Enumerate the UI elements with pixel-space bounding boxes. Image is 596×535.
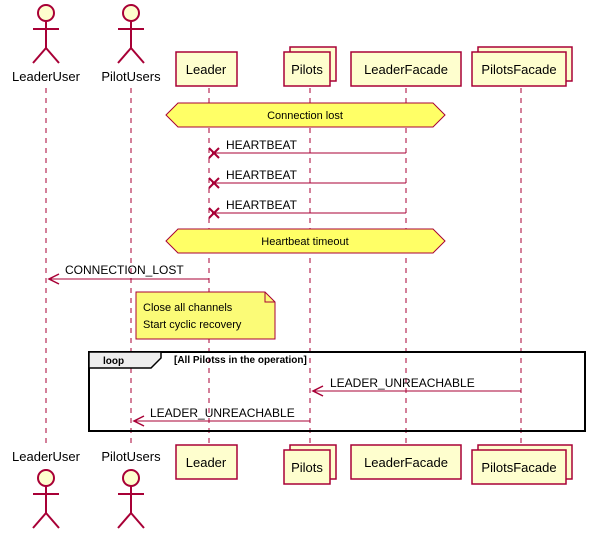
note-fold [264, 292, 275, 303]
message-heartbeat-3 [208, 207, 406, 219]
note-line-1: Close all channels [143, 302, 233, 314]
participant-label-leader-facade-bottom: LeaderFacade [364, 455, 448, 470]
actor-label-pilot-users-top: PilotUsers [101, 69, 161, 84]
participant-label-pilots-bottom: Pilots [291, 460, 323, 475]
divider-label-connection-lost: Connection lost [267, 110, 343, 122]
divider-connection-lost [165, 102, 446, 128]
participant-label-pilots-top: Pilots [291, 62, 323, 77]
participant-leader-facade-top [350, 51, 462, 87]
actor-label-leader-user-top: LeaderUser [12, 69, 81, 84]
loop-tab [88, 351, 162, 369]
loop-frame [88, 351, 586, 432]
participant-pilots-facade-bottom [471, 444, 573, 485]
participant-label-pilots-facade-top: PilotsFacade [481, 62, 556, 77]
message-heartbeat-1 [208, 147, 406, 159]
participant-leader-bottom [175, 444, 238, 480]
actor-label-pilot-users-bottom: PilotUsers [101, 449, 161, 464]
message-label-leader-unreachable-2: LEADER_UNREACHABLE [150, 406, 295, 420]
message-leader-unreachable-2 [132, 415, 310, 427]
message-label-heartbeat-2: HEARTBEAT [226, 168, 298, 182]
participant-label-pilots-facade-bottom: PilotsFacade [481, 460, 556, 475]
loop-condition: [All Pilotss in the operation] [174, 355, 307, 366]
message-connection-lost [47, 273, 209, 285]
participant-leader-facade-bottom [350, 444, 462, 480]
note-line-2: Start cyclic recovery [143, 319, 242, 331]
actor-pilot-users-bottom [117, 469, 145, 529]
loop-keyword: loop [103, 356, 124, 367]
participant-pilots-top [283, 46, 337, 87]
participant-leader-top [175, 51, 238, 87]
actor-leader-user-top [32, 4, 60, 64]
participant-pilots-facade-top [471, 46, 573, 87]
participant-pilots-bottom [283, 444, 337, 485]
message-label-heartbeat-1: HEARTBEAT [226, 138, 298, 152]
actor-leader-user-bottom [32, 469, 60, 529]
participant-label-leader-top: Leader [186, 62, 227, 77]
divider-label-heartbeat-timeout: Heartbeat timeout [261, 236, 348, 248]
actor-pilot-users-top [117, 4, 145, 64]
message-label-leader-unreachable-1: LEADER_UNREACHABLE [330, 376, 475, 390]
participant-label-leader-bottom: Leader [186, 455, 227, 470]
message-label-connection-lost: CONNECTION_LOST [65, 263, 184, 277]
message-leader-unreachable-1 [311, 385, 521, 397]
message-label-heartbeat-3: HEARTBEAT [226, 198, 298, 212]
actor-label-leader-user-bottom: LeaderUser [12, 449, 81, 464]
message-heartbeat-2 [208, 177, 406, 189]
participant-label-leader-facade-top: LeaderFacade [364, 62, 448, 77]
note-recovery [135, 291, 276, 340]
divider-heartbeat-timeout [165, 228, 446, 254]
